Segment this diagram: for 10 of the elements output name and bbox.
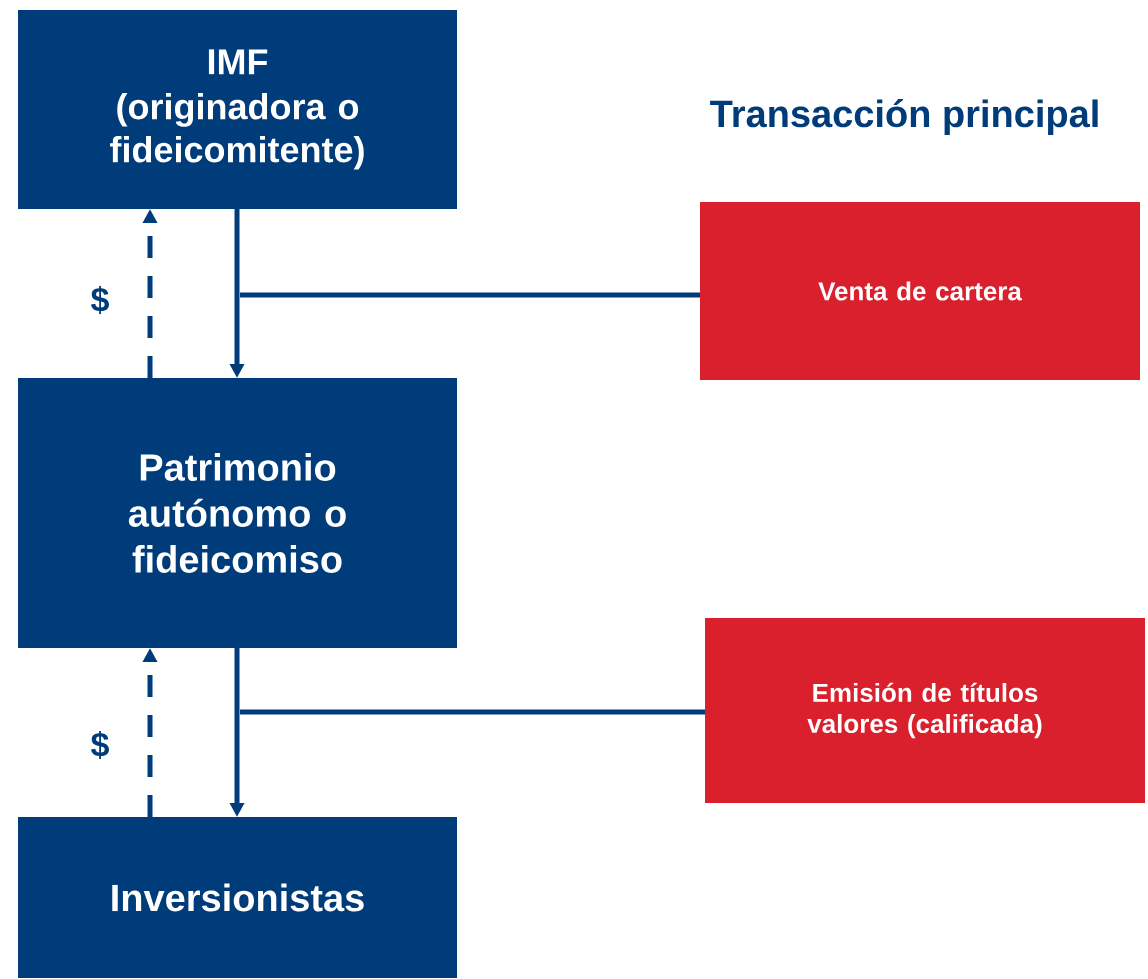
edge-label: $	[91, 731, 109, 759]
connector-line	[240, 709, 705, 715]
step-box: Emisión de títulos valores (calificada)	[705, 618, 1145, 803]
connector-line	[240, 292, 700, 298]
process-box: Inversionistas	[18, 817, 457, 978]
title: Transacción principal	[710, 99, 1098, 135]
process-box: Patrimonio autónomo o fideicomiso	[18, 378, 457, 648]
edge-label: $	[91, 286, 109, 314]
process-box: IMF (originadora o fideicomitente)	[18, 10, 457, 209]
step-box: Venta de cartera	[700, 202, 1140, 380]
